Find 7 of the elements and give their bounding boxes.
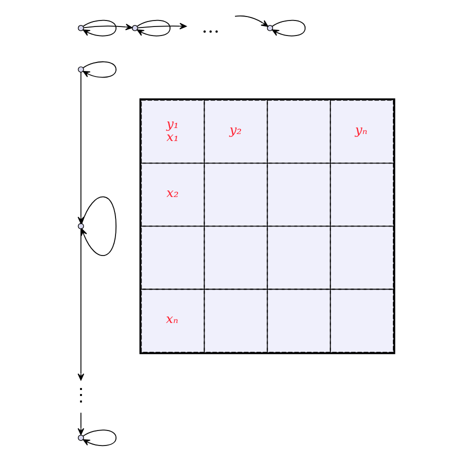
label: y₂ bbox=[229, 122, 242, 138]
label: y₁ bbox=[166, 116, 178, 132]
node-text: ⋮ bbox=[71, 384, 90, 406]
label: x₂ bbox=[166, 185, 178, 200]
label: xₙ bbox=[166, 311, 178, 326]
label: yₙ bbox=[354, 122, 367, 138]
node-text: … bbox=[201, 16, 220, 38]
